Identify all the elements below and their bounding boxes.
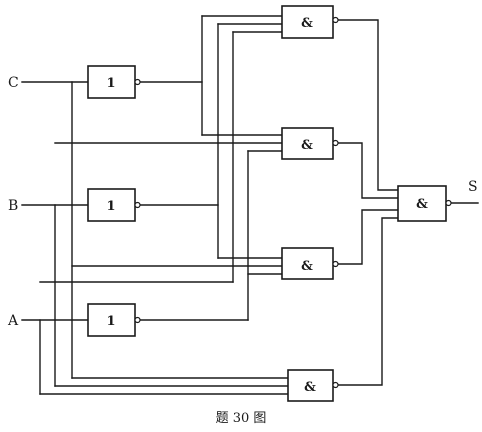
gate-label: 1 [106,76,115,91]
input-label-a: A [7,313,19,329]
gate-label: & [301,259,313,274]
not-gate-b: 1 [87,188,141,222]
and-gate-2: & [281,127,339,160]
input-label-c: C [8,75,19,91]
wire-and2-out [336,142,399,199]
and-gate-4: & [287,369,339,402]
gate-label: 1 [106,199,115,214]
gate-label: & [301,16,313,31]
wire-and1-out [336,19,399,191]
wire-and3-out [336,209,399,265]
and-gate-1: & [281,5,339,39]
figure-caption: 题 30 图 [215,411,267,426]
and-gate-3: & [281,247,339,280]
input-label-b: B [8,198,18,214]
wires [21,15,479,395]
gate-label: & [304,380,316,395]
not-gate-c: 1 [87,65,141,99]
gate-label: & [301,138,313,153]
gate-label: & [416,197,428,212]
output-label-s: S [468,179,478,195]
wire-and4-out [336,217,399,386]
and-gate-output: & [397,185,452,222]
gate-label: 1 [106,314,115,329]
not-gate-a: 1 [87,303,141,337]
